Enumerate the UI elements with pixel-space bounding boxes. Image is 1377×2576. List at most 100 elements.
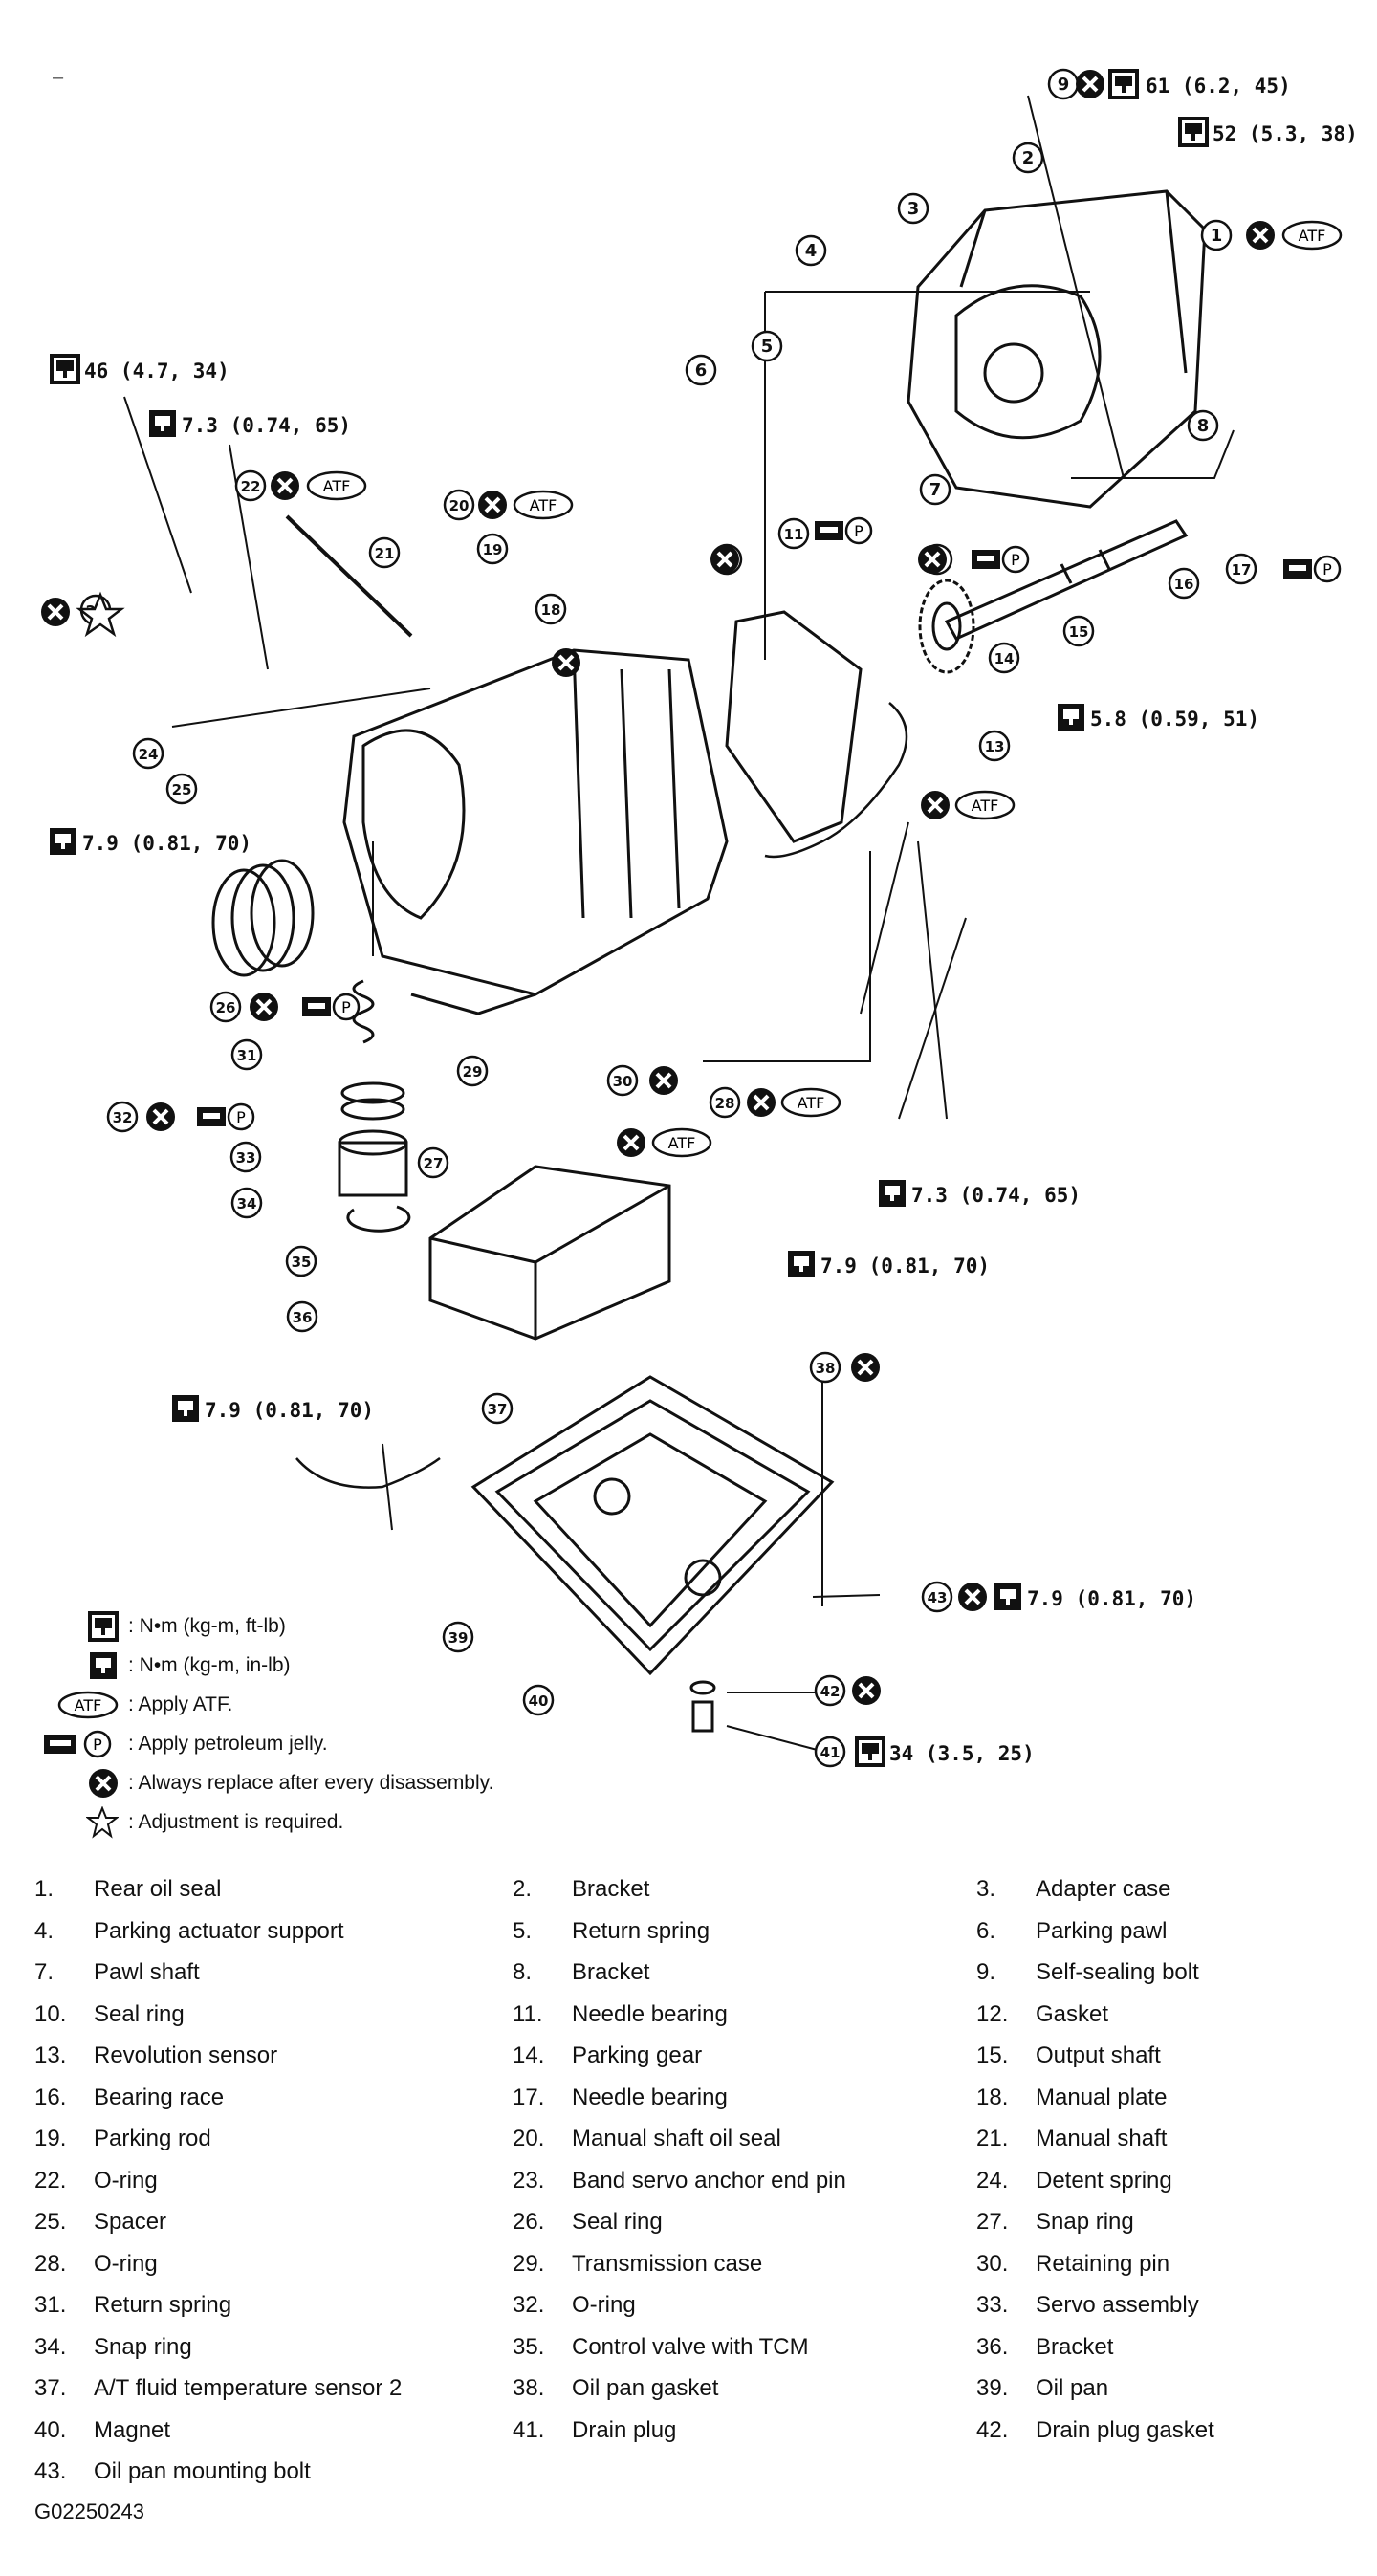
svg-text:18: 18: [541, 601, 561, 619]
part-name: Snap ring: [94, 2333, 192, 2360]
corner-mark: –: [53, 67, 64, 88]
part-number: 31.: [34, 2292, 67, 2318]
part-number: 36.: [976, 2333, 1009, 2360]
part-item: 10. Seal ring: [34, 2001, 185, 2028]
part-item: 4.Parking actuator support: [34, 1918, 343, 1945]
svg-text:15: 15: [1069, 623, 1089, 641]
output-shaft: [944, 519, 1189, 641]
part-item: 25.Spacer: [34, 2209, 166, 2236]
part-name: Output shaft: [1036, 2042, 1161, 2068]
callout-25: 25: [165, 773, 198, 805]
part-item: 27.Snap ring: [976, 2209, 1134, 2236]
part-item: 39.Oil pan: [976, 2375, 1108, 2402]
legend-row: : Adjustment is required.: [42, 1802, 711, 1842]
part-number: 25.: [34, 2209, 67, 2235]
part-number: 40.: [34, 2416, 67, 2443]
part-item: 9.Self-sealing bolt: [976, 1959, 1199, 1986]
svg-text:41: 41: [820, 1744, 841, 1761]
part-number: 34.: [34, 2333, 67, 2360]
control-valve: [428, 1165, 671, 1341]
legend-row: ATF: Apply ATF.: [42, 1685, 711, 1724]
callout-16: 16: [1168, 567, 1200, 600]
part-item: 28.O-ring: [34, 2251, 158, 2278]
torque-label-7-9-bracket: 7.9 (0.81, 70): [205, 1399, 375, 1422]
callout-41: 41: [814, 1736, 846, 1768]
svg-text:33: 33: [236, 1149, 256, 1167]
part-number: 29.: [513, 2250, 545, 2277]
svg-text:39: 39: [448, 1629, 469, 1647]
part-number: 4.: [34, 1917, 55, 1944]
legend-text: : N•m (kg-m, ft-lb): [128, 1614, 286, 1637]
svg-text:31: 31: [237, 1047, 257, 1064]
part-number: 10.: [34, 2000, 67, 2027]
legend-row: : Always replace after every disassembly…: [42, 1763, 711, 1802]
svg-text:7: 7: [929, 480, 942, 500]
part-number: 42.: [976, 2416, 1009, 2443]
svg-text:20: 20: [449, 497, 470, 514]
part-item: 34. Snap ring: [34, 2334, 192, 2361]
callout-40: 40: [522, 1684, 555, 1716]
callout-39: 39: [442, 1621, 474, 1653]
callout-26: 26: [209, 991, 242, 1023]
callout-15: 15: [1062, 615, 1095, 647]
legend-text: : Apply ATF.: [128, 1692, 233, 1715]
part-item: 24.Detent spring: [976, 2168, 1172, 2194]
part-number: 43.: [34, 2458, 67, 2484]
svg-text:43: 43: [928, 1589, 948, 1606]
part-item: 16.Bearing race: [34, 2085, 224, 2111]
part-number: 33.: [976, 2292, 1009, 2318]
part-name: Manual shaft oil seal: [572, 2126, 781, 2151]
callout-14: 14: [988, 642, 1020, 674]
part-number: 26.: [513, 2209, 545, 2235]
part-name: Seal ring: [94, 2000, 185, 2027]
spec-symbols: [39, 68, 1343, 1767]
callout-6: 6: [685, 354, 717, 386]
part-name: Bearing race: [94, 2084, 225, 2110]
svg-text:25: 25: [172, 781, 192, 798]
part-name: Bracket: [572, 1959, 650, 1985]
part-name: Oil pan gasket: [572, 2375, 719, 2401]
part-item: 22.O-ring: [34, 2168, 158, 2194]
part-number: 35.: [513, 2333, 545, 2360]
adapter-case: [907, 189, 1207, 509]
part-name: Snap ring: [1036, 2209, 1134, 2235]
svg-text:35: 35: [292, 1254, 312, 1271]
part-name: Seal ring: [572, 2209, 663, 2235]
part-name: Parking gear: [572, 2042, 703, 2068]
symbol-legend: : N•m (kg-m, ft-lb) : N•m (kg-m, in-lb) AT…: [42, 1606, 711, 1842]
part-name: Servo assembly: [1036, 2292, 1199, 2318]
part-number: 18.: [976, 2084, 1009, 2110]
part-number: 20.: [513, 2126, 545, 2151]
part-item: 26. Seal ring: [513, 2209, 663, 2236]
part-number: 21.: [976, 2126, 1009, 2151]
legend-text: : N•m (kg-m, in-lb): [128, 1653, 291, 1676]
part-item: 17.Needle bearing: [513, 2085, 728, 2111]
svg-text:42: 42: [820, 1683, 841, 1700]
callout-24: 24: [132, 737, 164, 770]
part-number: 3.: [976, 1876, 996, 1902]
part-number: 22.: [34, 2167, 67, 2194]
part-number: 7.: [34, 1959, 55, 1985]
temp-sensor-lead: [295, 1456, 441, 1489]
part-number: 41.: [513, 2416, 545, 2443]
callout-35: 35: [285, 1245, 317, 1277]
part-item: 40. Magnet: [34, 2417, 170, 2444]
part-number: 11.: [513, 2000, 543, 2027]
part-item: 21.Manual shaft: [976, 2126, 1167, 2152]
part-name: Band servo anchor end pin: [572, 2167, 846, 2194]
oil-pan: [470, 1375, 835, 1676]
svg-text:9: 9: [1058, 75, 1070, 95]
part-name: Magnet: [94, 2416, 171, 2443]
part-number: 8.: [513, 1959, 533, 1985]
svg-text:26: 26: [216, 999, 236, 1016]
part-name: Transmission case: [572, 2250, 763, 2277]
callout-28: 28: [709, 1086, 741, 1119]
callout-32: 32: [106, 1101, 139, 1133]
callout-7: 7: [919, 473, 951, 506]
callout-layer: 1234567891011121314151617181920212223242…: [79, 68, 1257, 1768]
torque-label-7-9-pan: 7.9 (0.81, 70): [1027, 1587, 1197, 1610]
seal-rings: [211, 859, 315, 977]
torque-nm-ftlb-icon: [42, 1610, 119, 1642]
legend-row: P: Apply petroleum jelly.: [42, 1724, 711, 1763]
svg-text:13: 13: [985, 738, 1005, 755]
